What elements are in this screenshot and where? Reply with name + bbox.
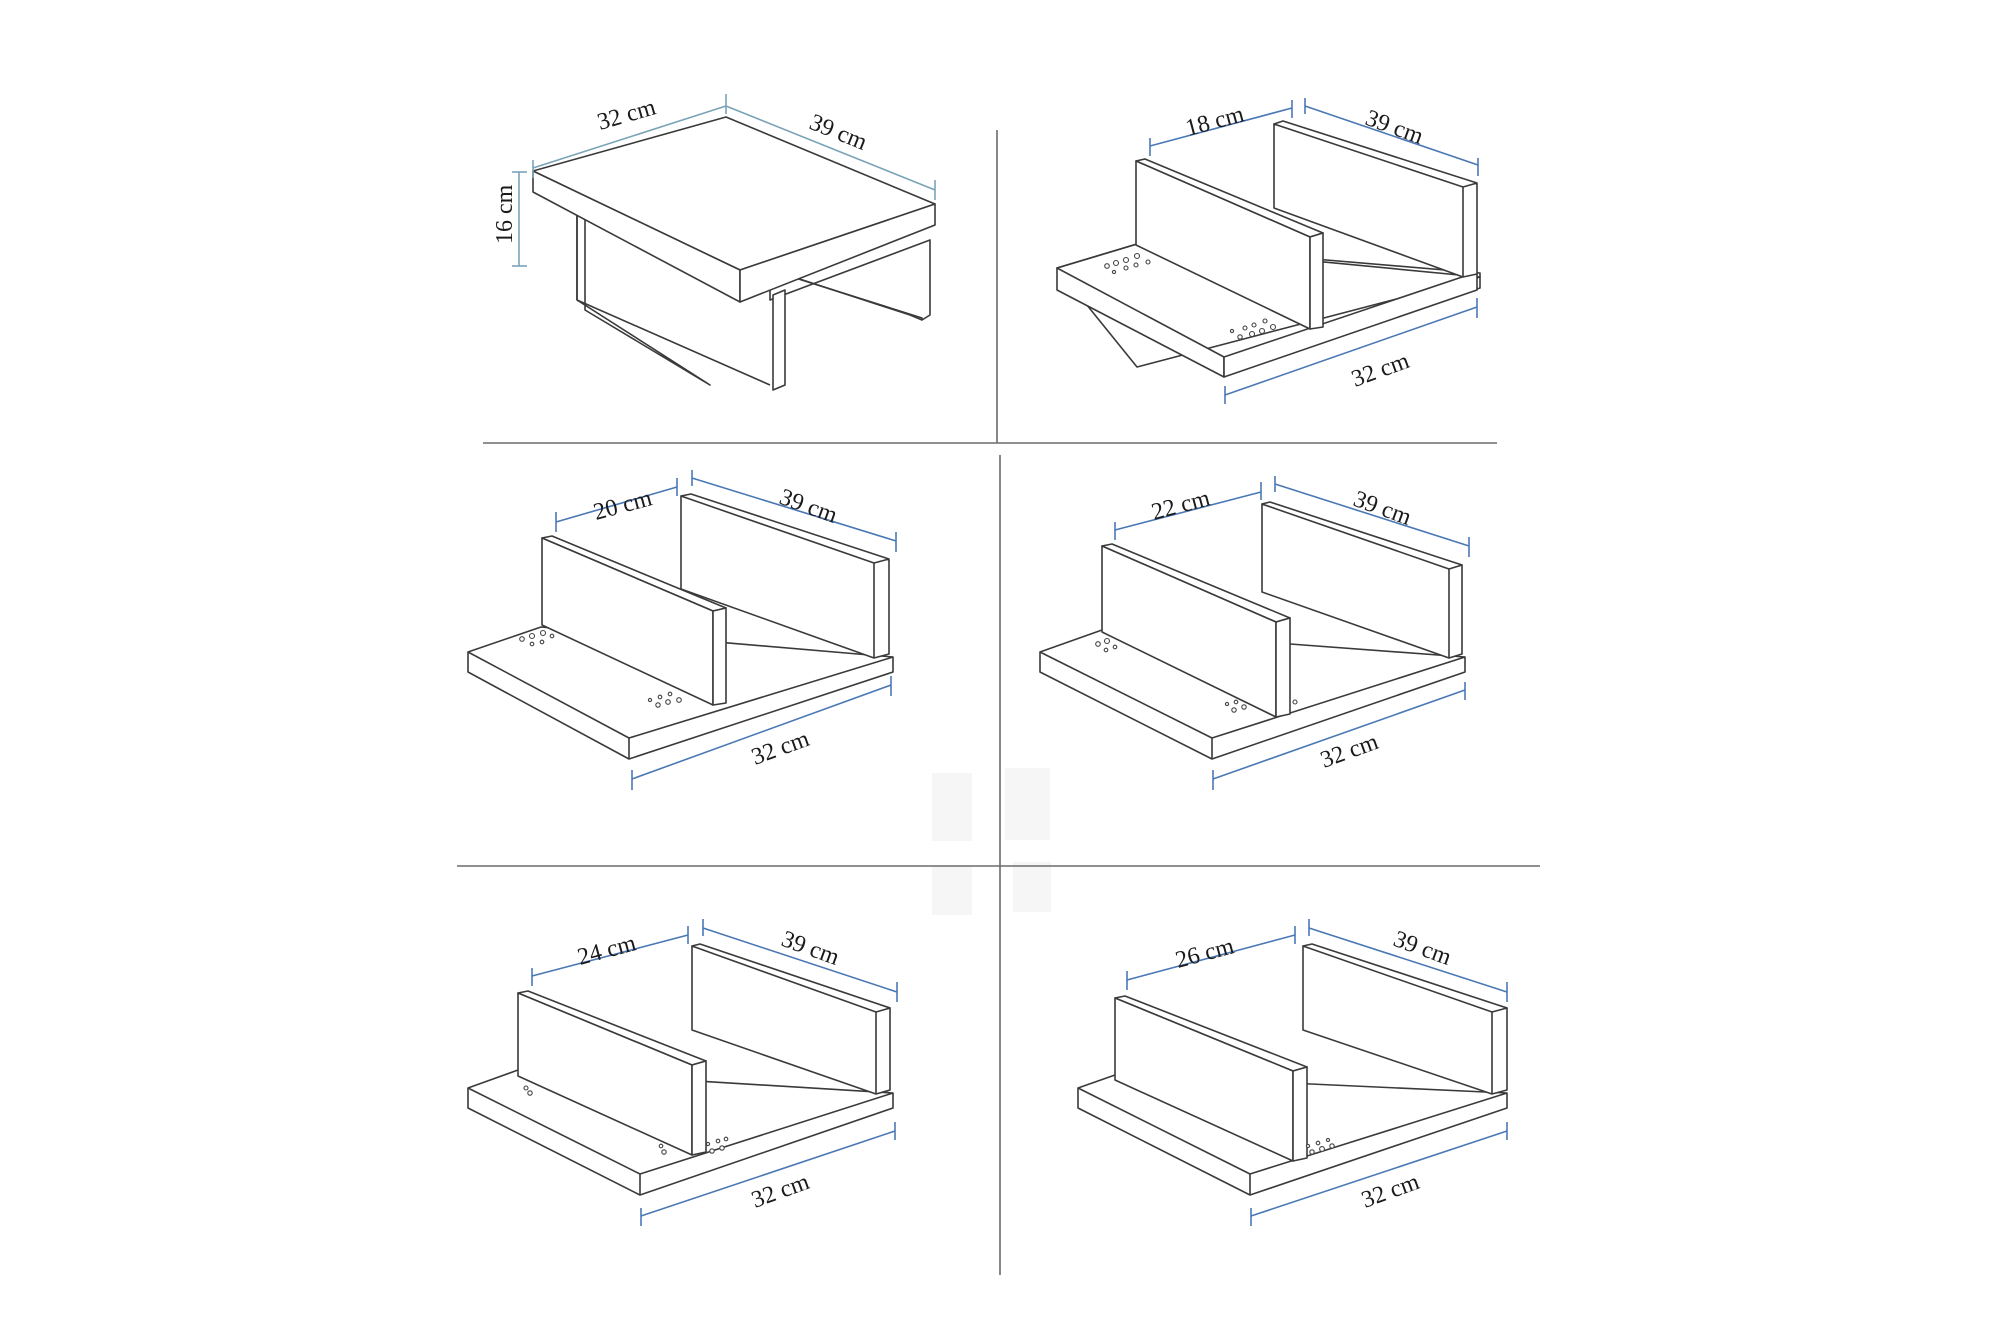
back-panel (1302, 945, 1508, 1095)
watermark (932, 768, 1051, 915)
back-panel (691, 945, 891, 1095)
dim-line-width (532, 105, 727, 169)
dowel-holes (1104, 252, 1277, 340)
panel-config-20 (467, 470, 897, 790)
label-depth: 39 cm (806, 109, 871, 155)
base-side (1223, 271, 1478, 378)
label-height: 16 cm (492, 184, 518, 244)
label-width: 32 cm (594, 94, 659, 135)
front-leg (772, 289, 786, 391)
base (467, 626, 894, 760)
panel-config-22 (1039, 476, 1470, 790)
label-depth-20: 39 cm (776, 484, 841, 529)
label-width: 32 cm (1348, 348, 1413, 393)
panel-config-24 (467, 919, 898, 1226)
label-gap-22: 22 cm (1149, 485, 1213, 526)
dowel-holes (523, 1085, 729, 1155)
dim-line-depth (1304, 105, 1479, 166)
label-gap-24: 24 cm (575, 930, 639, 971)
back-panel (1261, 503, 1463, 659)
label-width-24: 32 cm (748, 1169, 813, 1214)
label-depth-24: 39 cm (778, 926, 843, 971)
dim-line-depth (725, 105, 936, 191)
grid-dividers (457, 130, 1540, 1275)
panel-config-18: 18 cm 39 cm 32 cm (1056, 98, 1481, 404)
dim-line-width (1224, 306, 1478, 396)
label-gap-26: 26 cm (1173, 933, 1237, 974)
label-width-22: 32 cm (1317, 729, 1382, 774)
panel-config-26 (1077, 919, 1508, 1226)
panel-assembled: 32 cm 39 cm 16 cm (492, 94, 936, 391)
dowel-holes (1305, 1137, 1335, 1155)
table-top-side (739, 203, 936, 303)
dowel-holes (1095, 637, 1298, 713)
label-gap-20: 20 cm (591, 485, 655, 526)
label-gap: 18 cm (1183, 101, 1247, 142)
dim-line-gap (1149, 107, 1293, 147)
label-width-26: 32 cm (1358, 1169, 1423, 1214)
label-depth: 39 cm (1362, 105, 1427, 150)
dowel-holes (519, 629, 682, 708)
label-depth-22: 39 cm (1350, 486, 1415, 531)
